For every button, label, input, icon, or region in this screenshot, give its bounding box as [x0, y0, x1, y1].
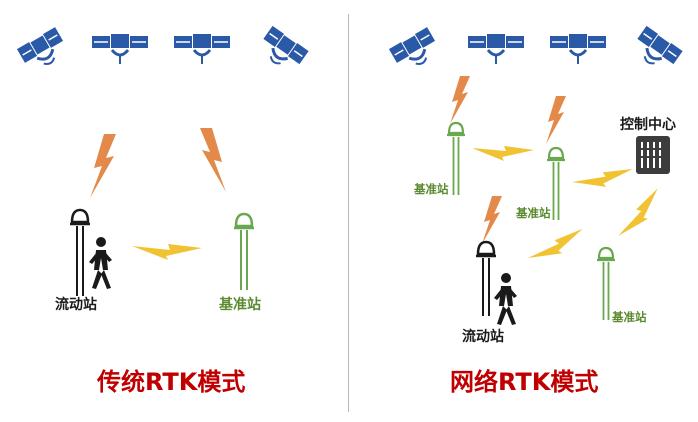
satellite-icon — [466, 32, 526, 66]
network-rtk-panel: 控制中心 基准站 基准站 基准站 流动站 网络RTK模式 — [350, 0, 698, 422]
radio-link-icon — [132, 244, 202, 260]
rover-antenna-icon — [68, 208, 92, 298]
base-station-label: 基准站 — [612, 310, 647, 324]
rover-label: 流动站 — [462, 329, 504, 345]
base-station-label: 基准站 — [516, 206, 551, 220]
base-station-icon — [445, 121, 467, 197]
control-center-label: 控制中心 — [620, 117, 676, 133]
traditional-rtk-diagram — [15, 24, 311, 298]
satellite-icon — [387, 25, 444, 76]
rover-label: 流动站 — [55, 297, 97, 313]
walking-person-icon — [494, 273, 517, 325]
network-link-icon — [571, 165, 636, 195]
satellite-icon — [15, 25, 72, 76]
satellite-icon — [172, 32, 232, 66]
base-station-label: 基准站 — [219, 297, 261, 313]
satellite-icon — [90, 32, 150, 66]
base-station-label: 基准站 — [414, 182, 449, 196]
network-link-icon — [616, 185, 667, 245]
walking-person-icon — [89, 237, 112, 289]
satellite-signal-icon — [546, 96, 566, 144]
rover-antenna-icon — [474, 240, 498, 318]
network-rtk-title: 网络RTK模式 — [450, 368, 599, 396]
traditional-rtk-panel: 流动站 基准站 传统RTK模式 — [0, 0, 348, 422]
satellite-signal-icon — [482, 196, 502, 244]
base-station-icon — [232, 212, 256, 292]
satellite-signal-icon — [90, 134, 116, 198]
satellite-icon — [548, 32, 608, 66]
network-link-icon — [527, 225, 589, 270]
satellite-icon — [628, 24, 685, 77]
panel-divider — [348, 14, 349, 412]
satellite-signal-icon — [200, 128, 226, 192]
network-rtk-diagram — [387, 24, 685, 325]
server-icon — [636, 136, 670, 174]
satellite-icon — [254, 24, 311, 77]
traditional-rtk-title: 传统RTK模式 — [97, 368, 246, 396]
network-link-icon — [472, 146, 534, 161]
satellite-signal-icon — [450, 76, 470, 124]
